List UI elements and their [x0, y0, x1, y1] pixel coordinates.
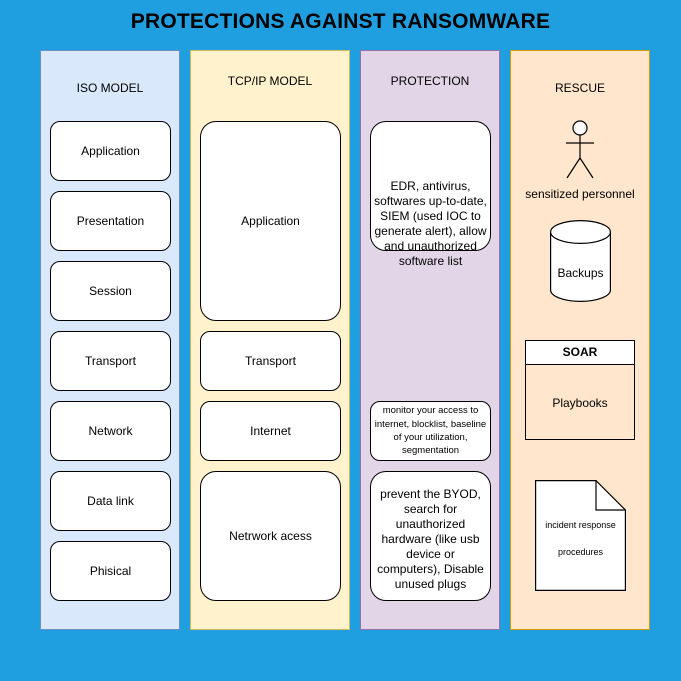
iso-layer-transport: Transport [50, 331, 171, 391]
protection-column: PROTECTION EDR, antivirus, softwares up-… [360, 50, 500, 630]
rescue-heading: RESCUE [554, 81, 605, 95]
tcpip-layer-application: Application [200, 121, 341, 321]
iso-model-heading: ISO MODEL [76, 81, 144, 95]
document-icon [535, 480, 626, 591]
iso-layer-session: Session [50, 261, 171, 321]
protection-network-access-text: prevent the BYOD, search for unauthorize… [377, 487, 484, 591]
backups-label: Backups [557, 266, 604, 280]
iso-layer-physical: Phisical [50, 541, 171, 601]
tcpip-layer-internet: Internet [200, 401, 341, 461]
protection-application-text: EDR, antivirus, softwares up-to-date, SI… [374, 179, 487, 268]
protection-network-access-box: prevent the BYOD, search for unauthorize… [370, 471, 491, 601]
playbooks-label: Playbooks [552, 396, 608, 410]
page-title: PROTECTIONS AGAINST RANSOMWARE [130, 10, 551, 33]
iso-layer-application: Application [50, 121, 171, 181]
protection-internet-box: monitor your access to internet, blockli… [370, 401, 491, 461]
iso-layer-presentation: Presentation [50, 191, 171, 251]
soar-box: SOAR Playbooks [525, 340, 635, 440]
protection-application-box: EDR, antivirus, softwares up-to-date, SI… [370, 121, 491, 268]
tcpip-model-column: TCP/IP MODEL Application Transport Inter… [190, 50, 350, 630]
incident-response-label-2: procedures [557, 547, 604, 557]
tcpip-layer-network-access: Netrwork acess [200, 471, 341, 601]
iso-model-column: ISO MODEL Application Presentation Sessi… [40, 50, 180, 630]
database-icon [550, 220, 611, 302]
protection-heading: PROTECTION [390, 74, 470, 88]
tcpip-model-heading: TCP/IP MODEL [227, 74, 313, 88]
iso-layer-network: Network [50, 401, 171, 461]
tcpip-layer-transport: Transport [200, 331, 341, 391]
soar-title: SOAR [526, 341, 634, 365]
incident-response-label-1: incident response [545, 520, 616, 530]
sensitized-personnel-label: sensitized personnel [525, 187, 635, 201]
person-icon [566, 120, 594, 179]
iso-layer-data-link: Data link [50, 471, 171, 531]
